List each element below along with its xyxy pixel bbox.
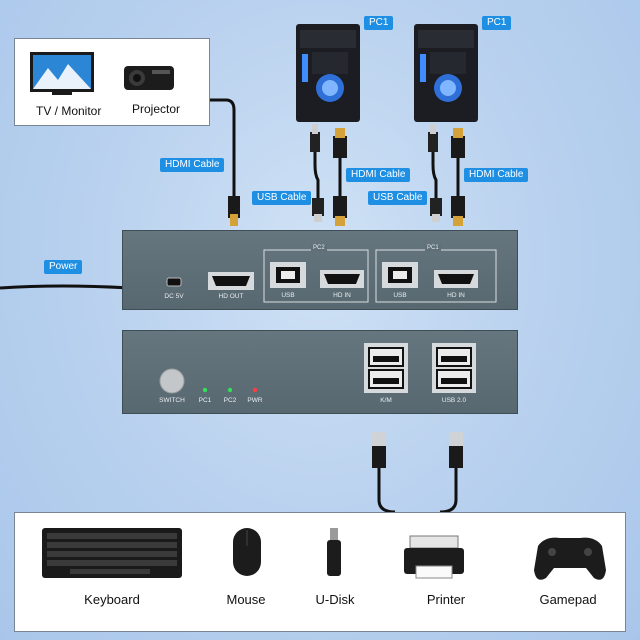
hdmi-plug-pc1-top [451, 136, 465, 158]
u-disk-icon [327, 528, 341, 576]
usb20-label: USB 2.0 [441, 397, 467, 404]
km-label: K/M [380, 397, 392, 404]
usb-b-plug-pc2-top [310, 132, 320, 152]
printer-icon [404, 535, 464, 579]
pc2-group-label: PC2 [311, 245, 327, 251]
usb-b-plug-pc1-top [428, 132, 438, 152]
keyboard-icon [42, 528, 182, 578]
pc2-hdin-label: HD IN [333, 292, 351, 299]
power-cable [0, 284, 131, 290]
mouse-label: Mouse [226, 592, 266, 607]
led-pc2 [227, 387, 233, 393]
hdmi-plug-pc2-bottom [333, 196, 347, 218]
pc-tag-right: PC1 [482, 16, 512, 30]
usb-b-plug-pc2-bottom [312, 198, 324, 216]
tv-monitor-label: TV / Monitor [36, 104, 102, 118]
switch-label: SWITCH [159, 397, 185, 404]
keyboard-label: Keyboard [84, 592, 140, 607]
hd-out-label: HD OUT [218, 293, 244, 300]
pc1-usb-label: USB [393, 292, 407, 299]
usb-b-plug-pc1-bottom [430, 198, 442, 216]
printer-label: Printer [426, 592, 466, 607]
led-pc1 [202, 387, 208, 393]
pc-tower-right [414, 24, 478, 122]
hdmi-cable-tag-pc2: HDMI Cable [346, 168, 411, 182]
pc1-hdin-label: HD IN [447, 292, 465, 299]
hdmi-plug-pc1-bottom [451, 196, 465, 218]
pc1-group-label: PC1 [425, 245, 441, 251]
pc2-usb-label: USB [281, 292, 295, 299]
dc-port [166, 277, 182, 287]
mouse-icon [233, 528, 261, 576]
projector-label: Projector [132, 102, 181, 116]
led-pc1-label: PC1 [198, 397, 212, 404]
hdmi-plug-display [228, 196, 240, 218]
gamepad-icon [534, 537, 606, 580]
u-disk-label: U-Disk [315, 592, 355, 607]
pc-tag-left: PC1 [364, 16, 394, 30]
dc-label: DC 5V [164, 293, 184, 300]
hdmi-cable-display [210, 98, 236, 200]
usb-cable-right [439, 468, 458, 514]
usb-cable-tag-pc1: USB Cable [368, 191, 428, 205]
gamepad-label: Gamepad [539, 592, 597, 607]
led-pwr-label: PWR [247, 397, 263, 404]
usb-a-plug-right [449, 432, 463, 446]
led-pwr [252, 387, 258, 393]
hdmi-cable-tag-pc1: HDMI Cable [464, 168, 529, 182]
led-pc2-label: PC2 [223, 397, 237, 404]
usb-a-plug-left [372, 432, 386, 446]
usb-cable-left [377, 468, 396, 514]
hdmi-cable-tag-display: HDMI Cable [160, 158, 225, 172]
pc-tower-left [296, 24, 360, 122]
power-tag: Power [44, 260, 83, 274]
switch-button [159, 368, 185, 394]
usb-cable-tag-pc2: USB Cable [252, 191, 312, 205]
hdmi-plug-pc2-top [333, 136, 347, 158]
